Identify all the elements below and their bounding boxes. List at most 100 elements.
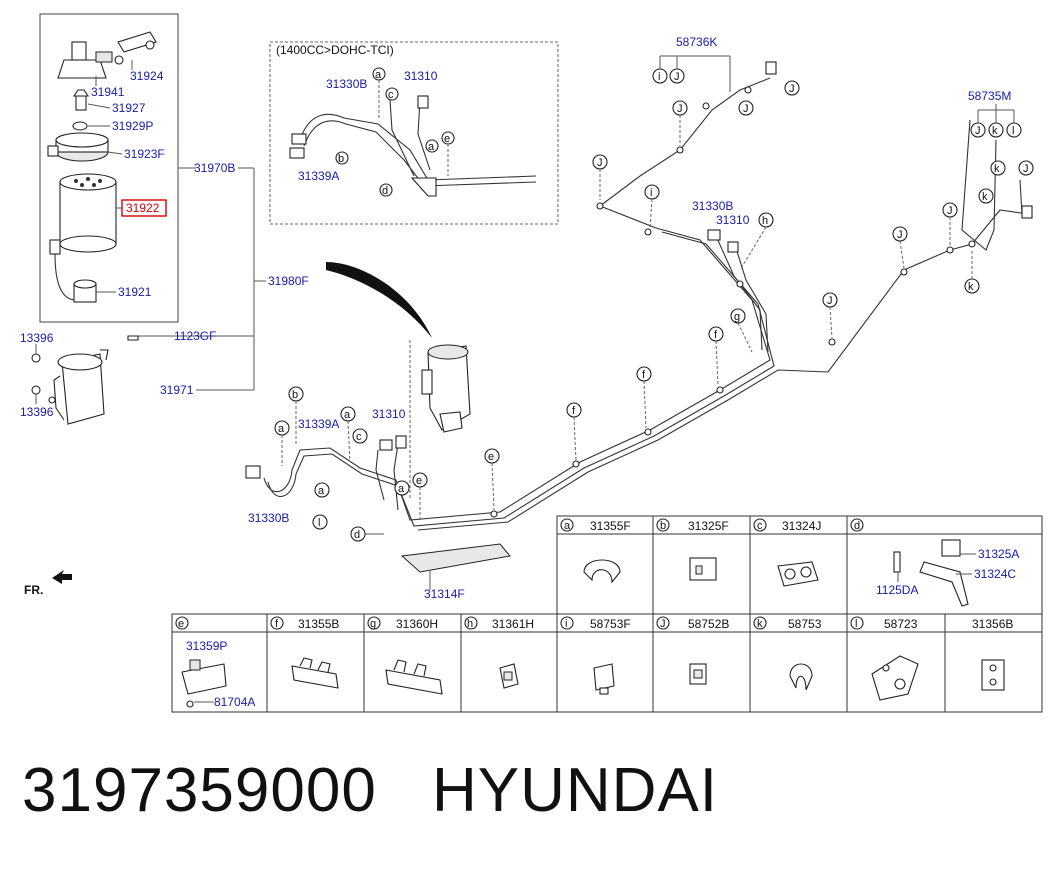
pointer-arrow <box>326 262 432 338</box>
svg-text:J: J <box>1023 163 1029 175</box>
legend-table-bottom: e 31359P 81704A f 31355B g 31360H h <box>171 613 1043 713</box>
lower-callouts: b a a c a l d a e 31339A 31310 31330B <box>248 386 428 542</box>
svg-text:b: b <box>338 153 344 165</box>
label-main-31310: 31310 <box>716 213 750 227</box>
label-31941: 31941 <box>91 85 125 99</box>
svg-text:J: J <box>827 295 833 307</box>
filter-hose-part <box>114 31 157 65</box>
assembly-leaders: 31970B 31980F 1123GF 31971 <box>136 161 309 397</box>
svg-text:f: f <box>572 405 576 417</box>
label-31970b: 31970B <box>194 161 235 175</box>
water-sensor-part <box>49 239 97 303</box>
label-31924: 31924 <box>130 69 164 83</box>
connector-left <box>245 465 261 479</box>
legend-cell-i: i 58753F <box>560 616 631 695</box>
svg-text:d: d <box>354 529 360 541</box>
svg-text:k: k <box>982 191 988 203</box>
svg-text:J: J <box>897 229 903 241</box>
o-ring-part <box>72 121 88 131</box>
svg-text:58753F: 58753F <box>590 617 631 631</box>
svg-text:31325F: 31325F <box>688 519 729 533</box>
label-lower-31330b: 31330B <box>248 511 289 525</box>
svg-text:a: a <box>398 483 405 495</box>
svg-text:J: J <box>947 205 953 217</box>
svg-text:c: c <box>757 520 763 532</box>
highlight-box <box>121 199 167 217</box>
legend-cell-b: b 31325F <box>656 518 729 581</box>
label-31921: 31921 <box>118 285 152 299</box>
label-13396-top: 13396 <box>20 331 54 345</box>
svg-text:31360H: 31360H <box>396 617 438 631</box>
legend-cell-f: f 31355B <box>270 616 339 689</box>
label-31971: 31971 <box>160 383 194 397</box>
label-58736k: 58736K <box>676 35 717 49</box>
label-31923f: 31923F <box>124 147 165 161</box>
svg-text:h: h <box>762 215 768 227</box>
label-13396-bottom: 13396 <box>20 405 54 419</box>
legend-cell-g: g 31360H <box>367 616 443 695</box>
label-1123gf: 1123GF <box>174 329 216 343</box>
svg-text:f: f <box>275 618 279 630</box>
svg-text:a: a <box>318 485 325 497</box>
filter-cap-part <box>57 41 113 79</box>
svg-text:31355F: 31355F <box>590 519 631 533</box>
svg-text:b: b <box>660 520 666 532</box>
fuel-pump-part <box>409 340 471 500</box>
svg-text:l: l <box>1012 125 1014 137</box>
svg-text:d: d <box>382 185 388 197</box>
protector-part <box>400 543 511 573</box>
svg-text:a: a <box>564 520 571 532</box>
svg-text:31359P: 31359P <box>186 639 227 653</box>
label-31314f: 31314F <box>424 587 465 601</box>
svg-text:a: a <box>278 423 285 435</box>
svg-text:58752B: 58752B <box>688 617 729 631</box>
engine-variant-inset: (1400CC>DOHC-TCI) a c b e a d 31330B 313… <box>269 41 559 225</box>
legend-cell-l: l 58723 <box>850 616 919 701</box>
front-label: FR. <box>24 583 43 597</box>
fuel-filter-panel: 31924 31941 31927 31929P 31923F 31922 31… <box>39 13 179 323</box>
svg-text:J: J <box>789 83 795 95</box>
svg-text:i: i <box>565 618 567 630</box>
svg-text:J: J <box>677 103 683 115</box>
legend-cell-a: a 31355F <box>560 518 631 584</box>
fuel-line-assembly: 31314F <box>245 61 1033 601</box>
svg-text:a: a <box>428 141 435 153</box>
legend-table-top: a 31355F b 31325F c 31324J d <box>556 515 1043 615</box>
legend-cell-j: J 58752B <box>656 616 729 685</box>
svg-text:e: e <box>178 618 184 630</box>
svg-text:c: c <box>356 431 362 443</box>
svg-text:d: d <box>854 520 860 532</box>
svg-text:f: f <box>714 329 718 341</box>
label-lower-31339a: 31339A <box>298 417 339 431</box>
filter-head-part <box>47 132 109 162</box>
svg-text:k: k <box>757 618 763 630</box>
inset-label-31339a: 31339A <box>298 169 339 183</box>
footer-part-number: 3197359000 <box>22 756 377 825</box>
svg-text:J: J <box>597 157 603 169</box>
legend-cell-h: h 31361H <box>464 616 534 689</box>
svg-text:J: J <box>660 618 666 630</box>
svg-text:81704A: 81704A <box>214 695 255 709</box>
svg-text:31356B: 31356B <box>972 617 1013 631</box>
svg-text:i: i <box>650 187 652 199</box>
svg-text:g: g <box>370 618 376 630</box>
svg-text:l: l <box>855 618 857 630</box>
inset-callouts: a c b e a d <box>335 67 455 197</box>
svg-text:c: c <box>388 89 394 101</box>
sensor-part <box>72 89 90 111</box>
svg-text:i: i <box>658 71 660 83</box>
filter-cartridge-part <box>59 173 117 253</box>
svg-text:J: J <box>674 71 680 83</box>
svg-text:k: k <box>968 281 974 293</box>
legend-cell-k: k 58753 <box>753 616 822 691</box>
svg-text:J: J <box>975 125 981 137</box>
svg-text:1125DA: 1125DA <box>876 583 918 597</box>
main-callouts: J i J i J 58736K J J h 31330B 31310 g f … <box>484 35 1034 511</box>
svg-text:31325A: 31325A <box>978 547 1019 561</box>
svg-text:a: a <box>375 69 382 81</box>
label-31927: 31927 <box>112 101 146 115</box>
legend-cell-c: c 31324J <box>753 518 821 587</box>
footer-brand: HYUNDAI <box>432 756 719 825</box>
legend-cell-d: d 31325A 31324C 1125DA <box>850 518 1019 607</box>
